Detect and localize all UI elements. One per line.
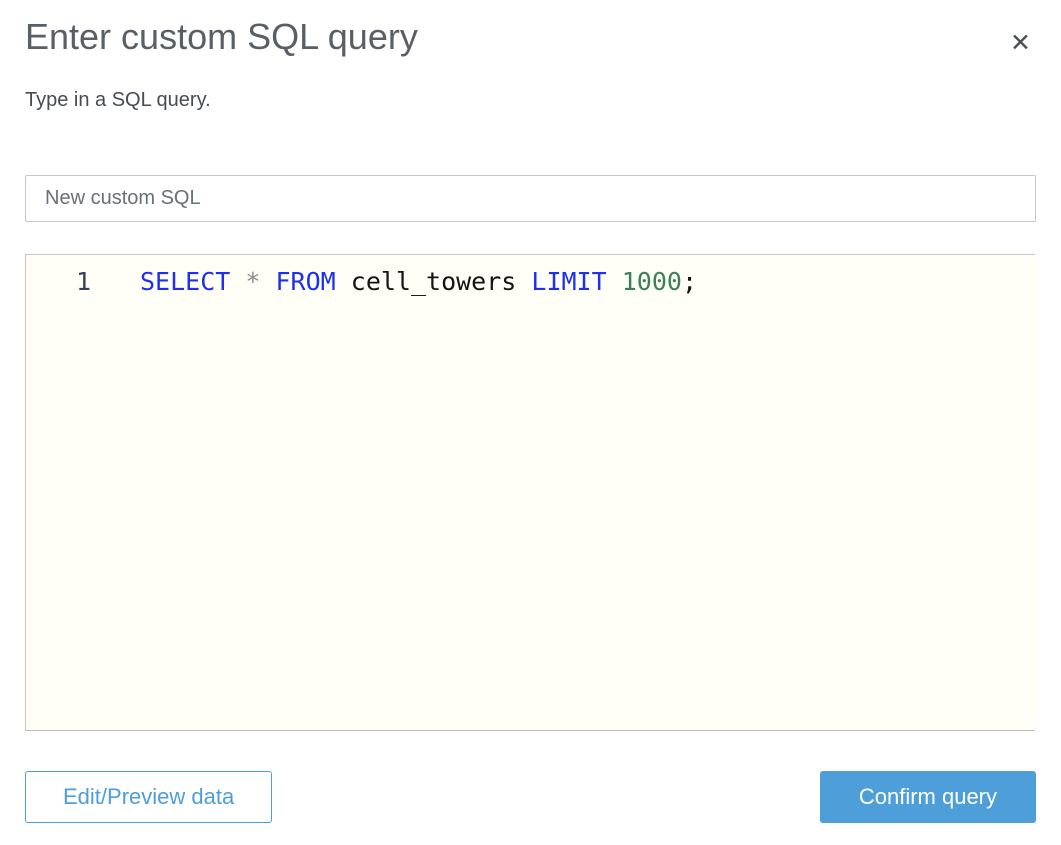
- code-token-keyword: SELECT: [140, 267, 231, 296]
- query-name-input[interactable]: [25, 175, 1036, 222]
- dialog-subtitle: Type in a SQL query.: [25, 89, 211, 111]
- code-token-plain: [230, 267, 245, 296]
- code-token-number: 1000: [621, 267, 682, 296]
- code-token-keyword: LIMIT: [531, 267, 607, 296]
- code-token-operator: *: [245, 267, 261, 296]
- code-token-plain: [607, 267, 622, 296]
- code-token-keyword: FROM: [275, 267, 336, 296]
- close-icon[interactable]: ✕: [1010, 28, 1031, 57]
- line-number: 1: [75, 267, 91, 296]
- custom-sql-dialog: Enter custom SQL query ✕ Type in a SQL q…: [0, 14, 1061, 845]
- code-token-plain: cell_towers: [335, 267, 532, 296]
- confirm-query-button[interactable]: Confirm query: [819, 771, 1036, 823]
- code-token-plain: ;: [681, 267, 697, 296]
- dialog-footer: Edit/Preview data Confirm query: [25, 771, 1036, 823]
- code-text: SELECT * FROM cell_towers LIMIT 1000;: [91, 265, 697, 299]
- page-title: Enter custom SQL query: [25, 16, 418, 57]
- edit-preview-data-button[interactable]: Edit/Preview data: [25, 771, 273, 823]
- code-token-plain: [260, 267, 275, 296]
